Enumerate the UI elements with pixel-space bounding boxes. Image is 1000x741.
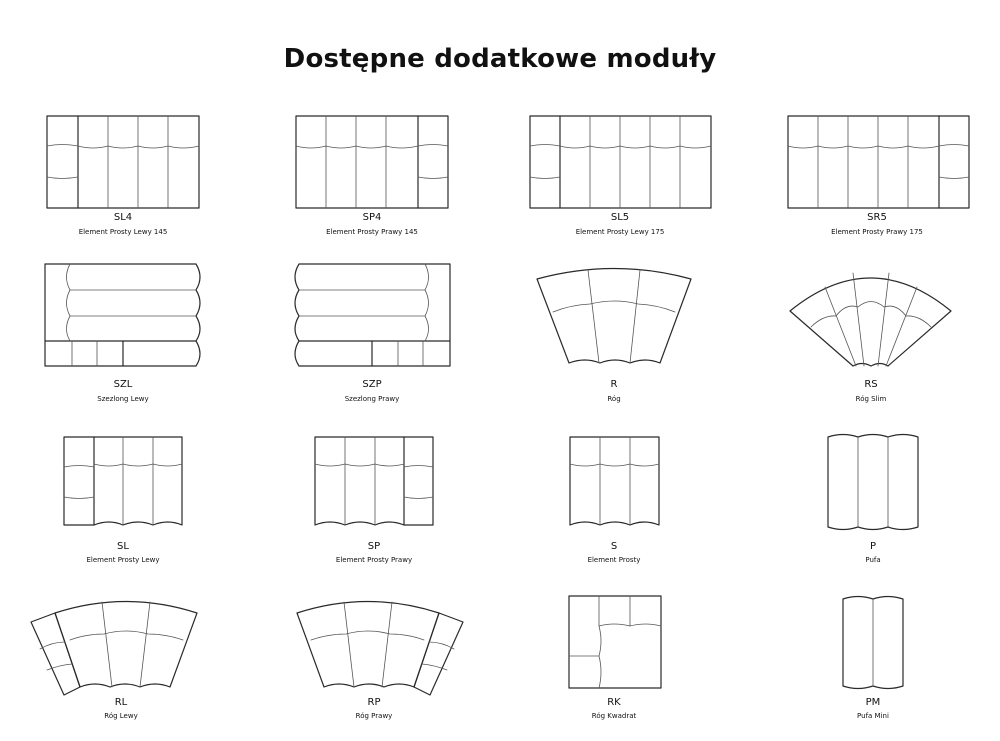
module-code: SL4 [113,212,133,223]
module-name: Element Prosty Lewy 145 [78,228,168,236]
module-name: Element Prosty Prawy 175 [831,228,923,236]
module-name: Element Prosty [587,556,641,564]
module-name: Element Prosty Prawy 145 [326,228,418,236]
page-title: Dostępne dodatkowe moduły [283,44,717,74]
module-code: S [610,541,618,552]
module-name: Element Prosty Lewy [86,556,160,564]
module-code: RS [864,379,878,390]
module-name: Róg Prawy [355,712,393,720]
module-name: Element Prosty Prawy [335,556,413,564]
module-name: Róg Slim [855,395,887,403]
module-name: Pufa [865,556,881,564]
module-name: Róg [607,395,621,403]
module-code: SZP [362,379,382,390]
module-code: SR5 [867,212,887,223]
module-name: Szezlong Lewy [97,395,149,403]
module-code: R [610,379,618,390]
module-name: Element Prosty Lewy 175 [575,228,665,236]
module-code: SP [367,541,381,552]
module-code: SL [117,541,129,552]
module-code: RL [114,697,128,708]
module-code: RK [607,697,621,708]
module-code: PM [865,697,881,708]
module-name: Szezlong Prawy [344,395,400,403]
module-code: SL5 [610,212,630,223]
module-name: Pufa Mini [857,712,889,720]
module-code: RP [367,697,381,708]
module-code: SP4 [362,212,382,223]
module-name: Róg Kwadrat [591,712,637,720]
module-code: P [869,541,877,552]
module-name: Róg Lewy [104,712,138,720]
module-code: SZL [113,379,133,390]
